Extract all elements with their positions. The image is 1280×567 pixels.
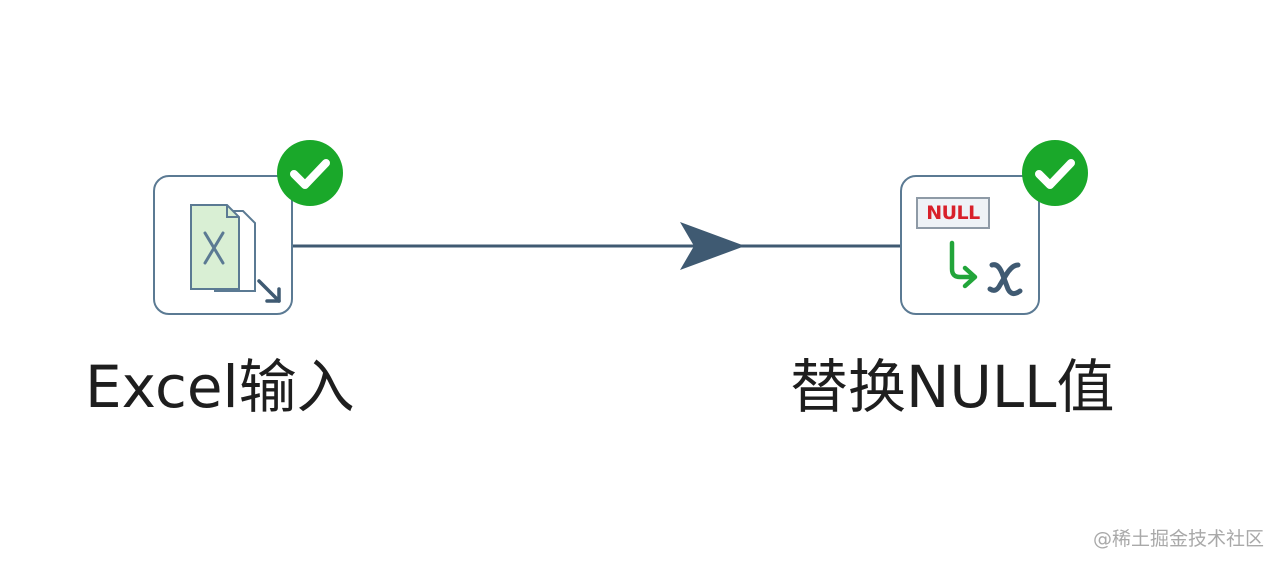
step-excel-input[interactable] <box>153 175 293 315</box>
status-ok-icon <box>1022 140 1088 206</box>
watermark: @稀土掘金技术社区 <box>1092 528 1264 550</box>
step-replace-null[interactable]: NULL <box>900 175 1040 315</box>
hop-arrow-icon <box>680 222 745 270</box>
step-label-excel-input: Excel输入 <box>85 353 355 421</box>
excel-input-icon <box>190 204 281 303</box>
replace-null-icon <box>949 240 1023 297</box>
status-ok-icon <box>277 140 343 206</box>
null-badge: NULL <box>916 197 990 229</box>
step-label-replace-null: 替换NULL值 <box>790 353 1115 421</box>
